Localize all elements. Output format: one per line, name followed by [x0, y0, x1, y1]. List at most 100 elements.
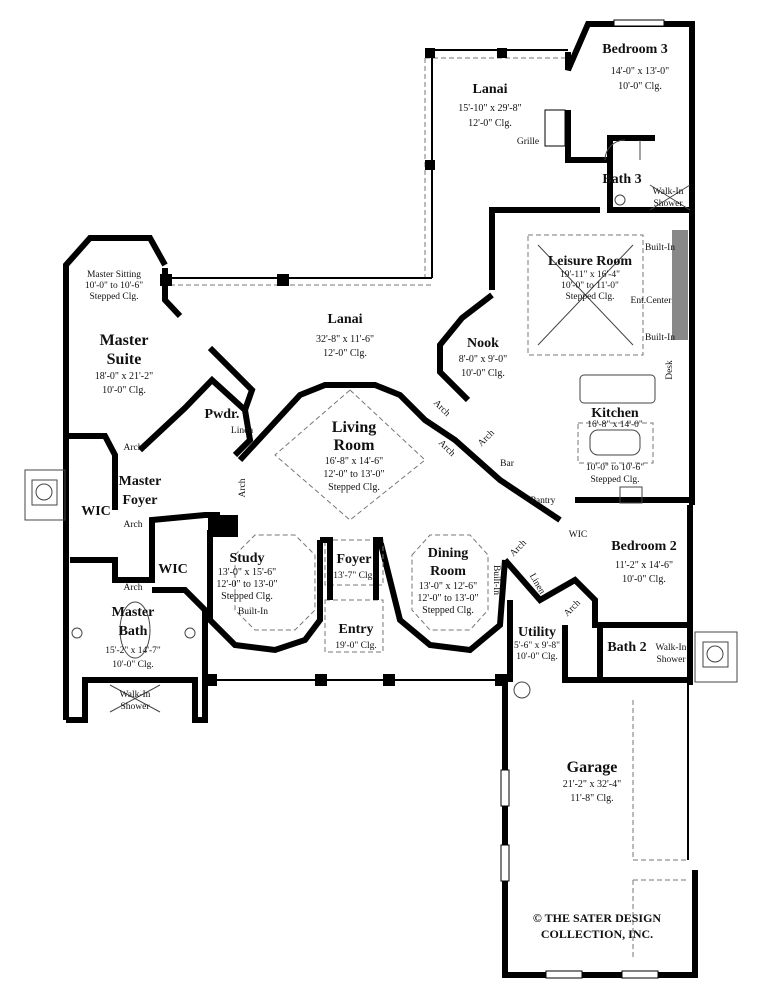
room-wic: WIC: [569, 530, 587, 540]
copyright-line1: © THE SATER DESIGN: [533, 911, 662, 925]
room-ceiling: 10'-0" Clg.: [618, 81, 662, 92]
room-lanai-upper: Lanai 15'-10" x 29'-8" 12'-0" Clg. Grill…: [458, 82, 539, 147]
desk-label: Desk: [665, 360, 675, 380]
copyright: © THE SATER DESIGN COLLECTION, INC.: [533, 911, 662, 941]
room-dims: 5'-6" x 9'-8": [514, 641, 560, 651]
room-ceiling: 10'-0" Clg.: [516, 652, 557, 662]
room-wic: WIC: [158, 562, 188, 577]
room-ceiling: 11'-8" Clg.: [570, 793, 613, 804]
room-bedroom2: Bedroom 2 11'-2" x 14'-6" 10'-0" Clg.: [611, 539, 676, 585]
room-bar: Bar: [500, 459, 515, 469]
room-ceiling-type: Stepped Clg.: [221, 591, 273, 602]
room-master-foyer: Master Foyer: [119, 474, 162, 508]
room-dims: 16'-8" x 14'-0": [587, 420, 643, 430]
interior-walls: [66, 375, 690, 683]
room-bedroom3: Bedroom 3 14'-0" x 13'-0" 10'-0" Clg.: [602, 42, 669, 92]
room-dims: 14'-0" x 13'-0": [611, 66, 669, 77]
shower-label: Shower: [656, 655, 686, 665]
room-dims: 13'-0" x 15'-6": [218, 567, 276, 578]
room-name: Master: [112, 605, 155, 620]
room-name: Suite: [107, 351, 142, 368]
room-name: Master: [119, 474, 162, 489]
room-dims: 16'-8" x 14'-6": [325, 456, 383, 467]
room-ceiling: 12'-0" to 13'-0": [417, 593, 478, 604]
room-name: Bath 3: [602, 172, 641, 187]
room-dims: 15'-10" x 29'-8": [458, 103, 521, 114]
room-name: Room: [430, 564, 466, 579]
room-study: Study 13'-0" x 15'-6" 12'-0" to 13'-0" S…: [216, 551, 277, 617]
room-name: Living: [332, 419, 376, 436]
room-bath2: Bath 2 Walk-In Shower: [607, 640, 686, 665]
room-name: Foyer: [123, 493, 158, 508]
room-name: Lanai: [472, 82, 507, 97]
room-pwdr: Pwdr.: [205, 407, 240, 422]
room-name: Foyer: [337, 552, 372, 567]
room-dims: 32'-8" x 11'-6": [316, 334, 374, 345]
room-name: Nook: [467, 336, 499, 351]
built-in-label: Built-In: [645, 333, 675, 343]
room-dims: 11'-2" x 14'-6": [615, 560, 673, 571]
room-wic: WIC: [81, 504, 111, 519]
room-ceiling-type: Stepped Clg.: [422, 605, 474, 616]
arch-label: Arch: [508, 538, 529, 559]
room-name: Entry: [339, 622, 374, 637]
room-ceiling: 10'-0" to 10'-6": [85, 281, 143, 291]
room-ceiling: 10'-0" to 10'-6": [586, 463, 644, 473]
bedroom3-walls: [489, 19, 695, 505]
walk-in-label: Walk-In: [120, 690, 151, 700]
built-in-label: Built-In: [491, 565, 501, 595]
walk-in-label: Walk-In: [653, 187, 684, 197]
arch-label: Arch: [476, 428, 497, 449]
room-bath3: Bath 3 Walk-In Shower: [602, 172, 683, 209]
room-ceiling: 10'-0" to 11'-0": [561, 281, 619, 291]
room-leisure: Leisure Room 19'-11" x 16'-4" 10'-0" to …: [548, 243, 675, 380]
room-name: Room: [334, 437, 376, 454]
room-name: Master Sitting: [87, 270, 141, 280]
ent-center-label: Ent.Center: [631, 296, 673, 306]
main-walls: [63, 235, 698, 979]
arch-label: Arch: [562, 598, 583, 619]
room-name: Study: [229, 551, 264, 566]
room-ceiling: 10'-0" Clg.: [102, 385, 146, 396]
room-dims: 15'-2" x 14'-7": [105, 646, 161, 656]
linen-label: Linen: [231, 426, 253, 436]
built-in-label: Built-In: [645, 243, 675, 253]
arch-label: Arch: [124, 583, 143, 593]
room-ceiling-type: Stepped Clg.: [590, 475, 639, 485]
room-ceiling-type: Stepped Clg.: [328, 482, 380, 493]
front-porch: [205, 674, 507, 686]
room-name: Bath: [119, 624, 148, 639]
room-ceiling: 10'-0" Clg.: [112, 660, 153, 670]
room-master-sitting: Master Sitting 10'-0" to 10'-6" Stepped …: [85, 270, 143, 302]
room-ceiling: 12'-0" to 13'-0": [216, 579, 277, 590]
room-dims: 18'-0" x 21'-2": [95, 371, 153, 382]
room-nook: Nook 8'-0" x 9'-0" 10'-0" Clg.: [459, 336, 507, 379]
room-name: Dining: [428, 546, 468, 561]
shower-label: Shower: [120, 702, 150, 712]
room-name: Bedroom 2: [611, 539, 676, 554]
room-lanai-main: Lanai 32'-8" x 11'-6" 12'-0" Clg.: [316, 312, 374, 359]
room-name: Bath 2: [607, 640, 646, 655]
master-bath-walls: [66, 587, 208, 723]
room-entry: Entry 19'-0" Clg.: [335, 622, 376, 651]
room-pantry: Pantry: [531, 496, 556, 506]
room-name: Leisure Room: [548, 254, 632, 269]
arch-label: Arch: [124, 443, 143, 453]
walk-in-label: Walk-In: [656, 643, 687, 653]
room-dims: 13'-0" x 12'-6": [419, 581, 477, 592]
room-living: Living Room 16'-8" x 14'-6" 12'-0" to 13…: [323, 419, 384, 493]
room-dims: 19'-11" x 16'-4": [560, 270, 620, 280]
room-name: Garage: [567, 759, 618, 776]
grille-label: Grille: [517, 137, 539, 147]
room-ceiling: 12'-0" Clg.: [468, 118, 512, 129]
room-ceiling-type: Stepped Clg.: [565, 292, 614, 302]
room-ceiling: 12'-0" to 13'-0": [323, 469, 384, 480]
room-garage: Garage 21'-2" x 32'-4" 11'-8" Clg.: [563, 759, 621, 804]
room-dims: 21'-2" x 32'-4": [563, 779, 621, 790]
room-dining: Dining Room 13'-0" x 12'-6" 12'-0" to 13…: [417, 546, 501, 616]
arch-label: Arch: [124, 520, 143, 530]
room-name: Lanai: [327, 312, 362, 327]
room-ceiling: 12'-0" Clg.: [323, 348, 367, 359]
shower-label: Shower: [653, 199, 683, 209]
